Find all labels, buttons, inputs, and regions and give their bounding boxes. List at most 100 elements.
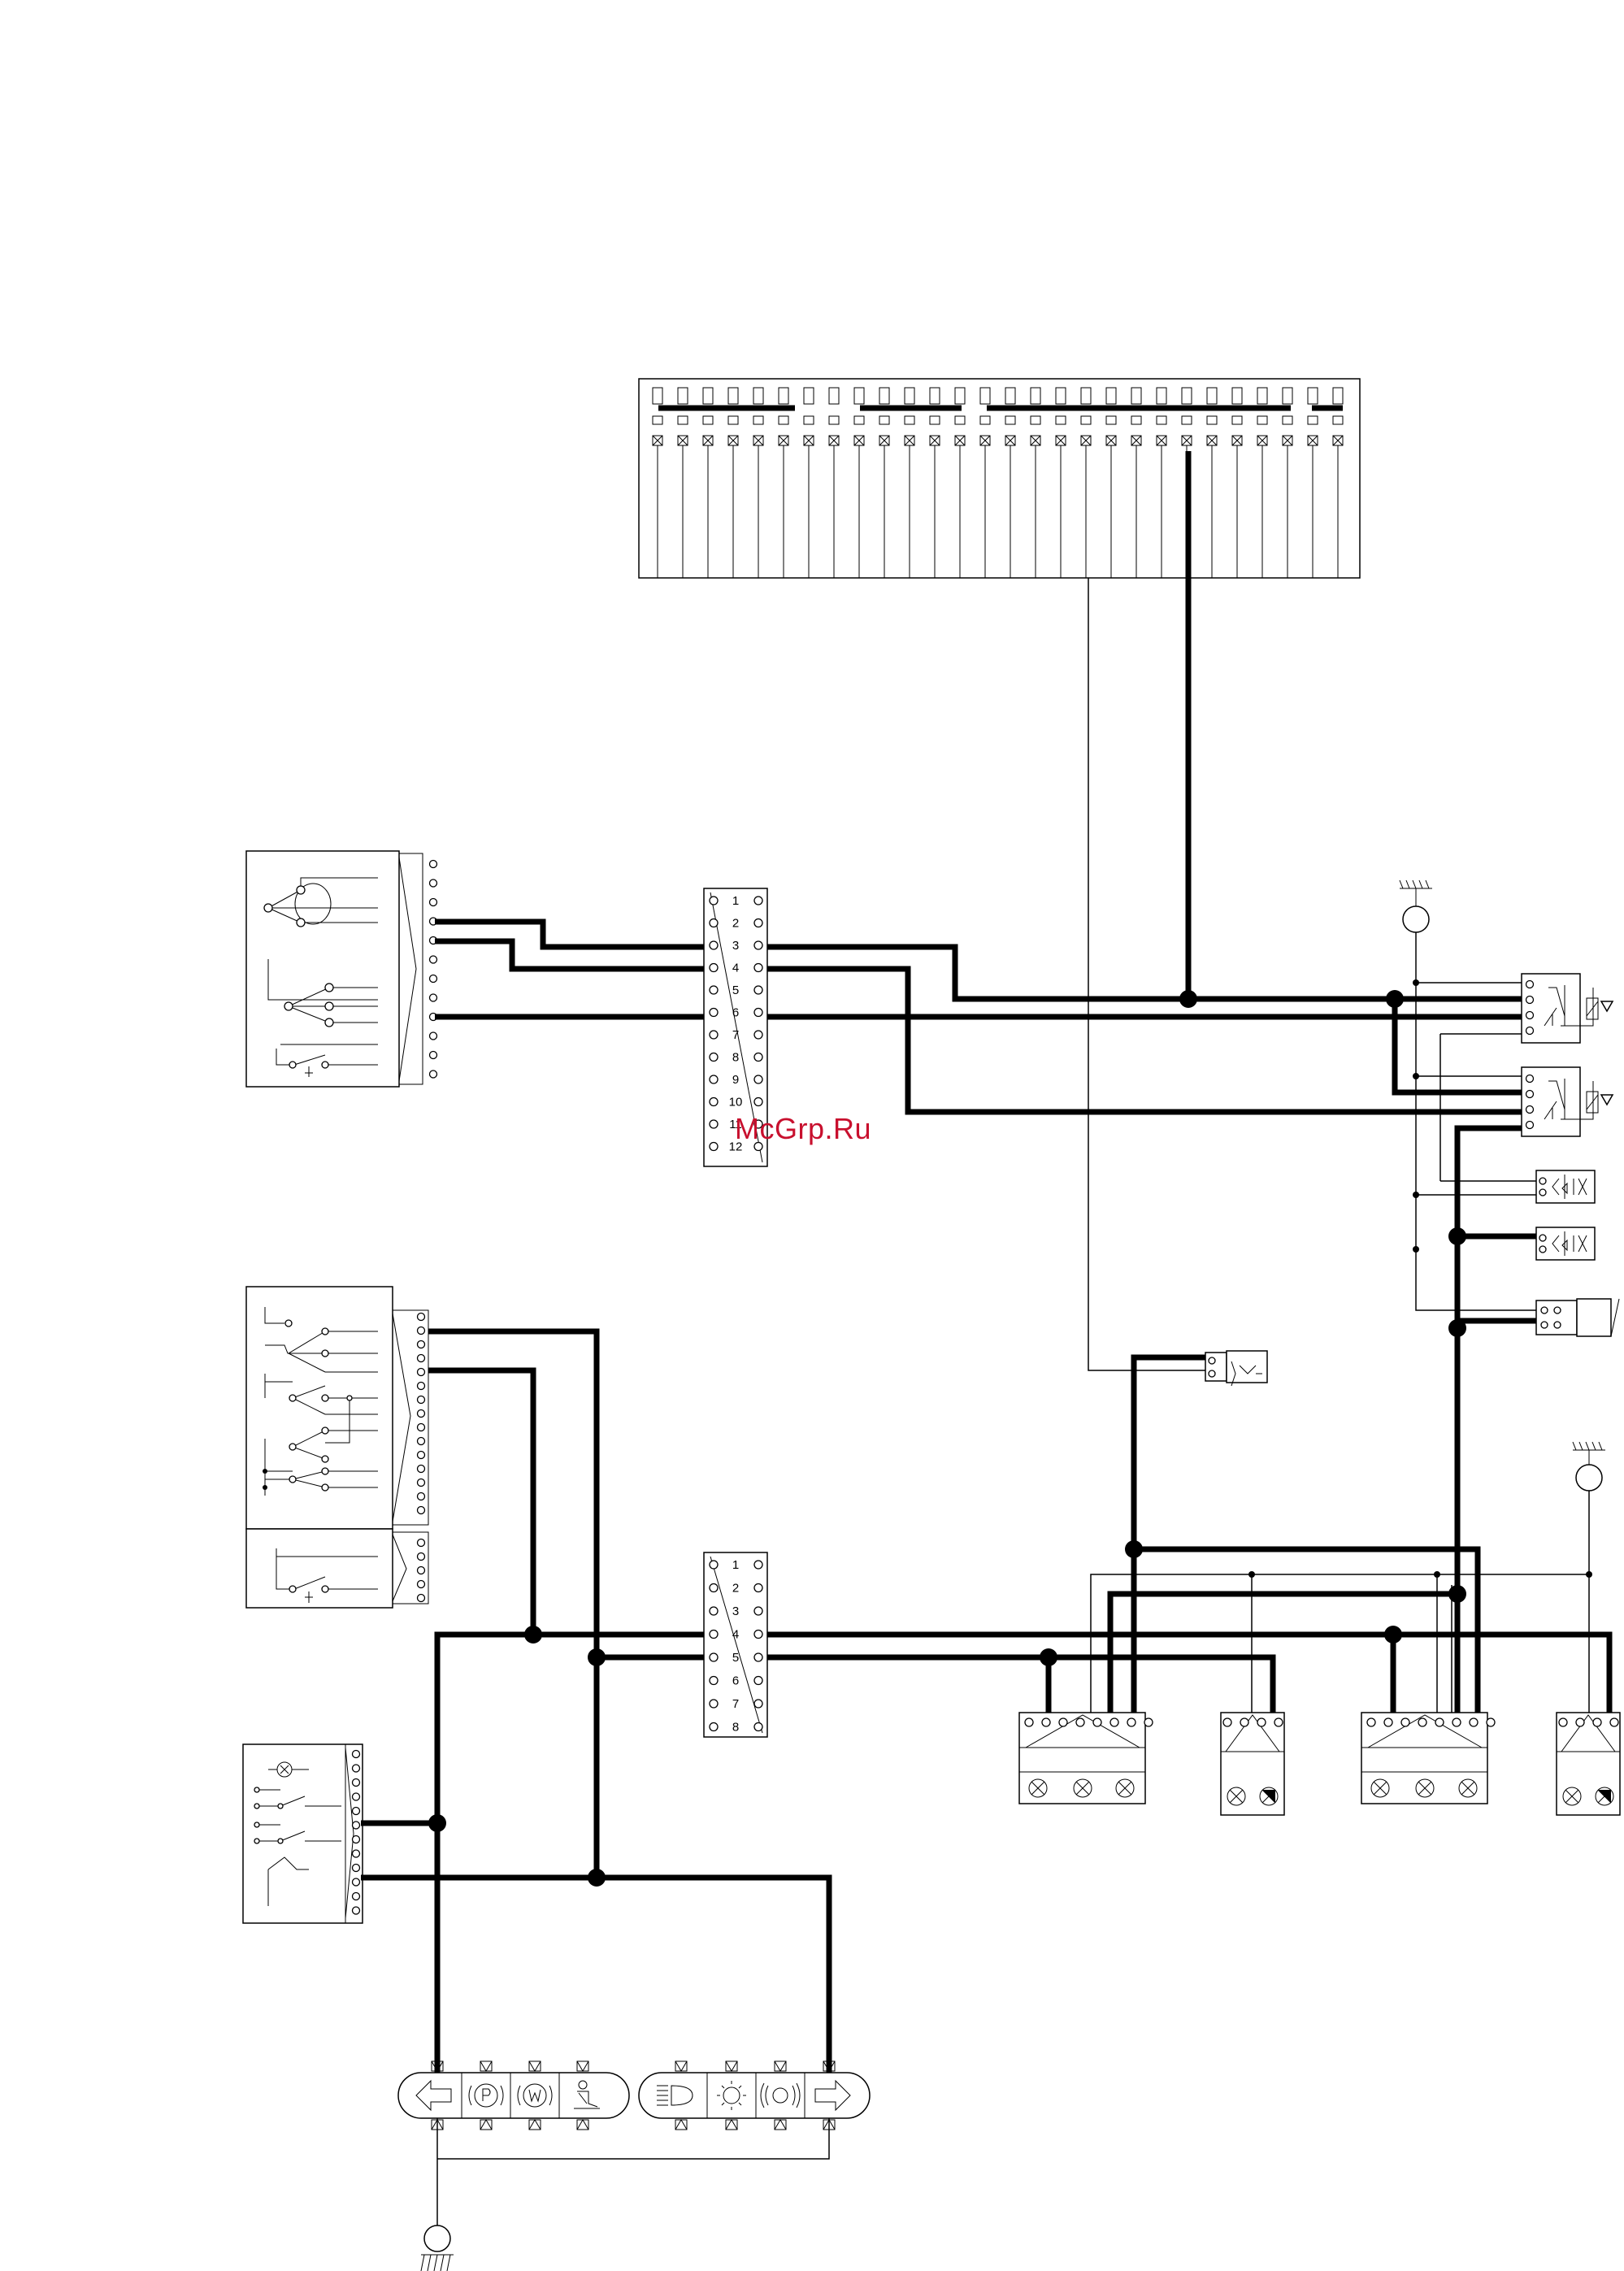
connector-pin (430, 956, 437, 963)
cluster-terminal (577, 2061, 588, 2071)
module-pin (1093, 1718, 1101, 1726)
sensor-upper (1536, 1170, 1595, 1203)
connector-pin (353, 1765, 360, 1772)
connector-pin (418, 1396, 425, 1404)
connector-pin-right (754, 1561, 762, 1569)
connector-pin (418, 1539, 425, 1547)
hazard-switch (243, 1744, 363, 1923)
connector-pin (1526, 1075, 1534, 1083)
connector-pin (430, 1052, 437, 1059)
connector-pin-left (710, 1009, 718, 1017)
connector-pin (1526, 1122, 1534, 1129)
pin-number: 8 (732, 1051, 739, 1065)
module-pin (1223, 1718, 1231, 1726)
cluster-terminal-mark (675, 2061, 687, 2071)
connector-pin (430, 1070, 437, 1078)
cluster-terminal-mark (577, 2061, 588, 2071)
connector-pin (418, 1341, 425, 1348)
connector-pin (353, 1779, 360, 1787)
module-pin (1059, 1718, 1067, 1726)
pin-number: 1 (732, 1558, 739, 1572)
cluster-terminal (675, 2061, 687, 2071)
connector-pin-left (710, 941, 718, 949)
connector-pin-left (710, 1075, 718, 1083)
cluster-terminal (675, 2120, 687, 2130)
cluster-terminal-mark (675, 2120, 687, 2130)
connector-pin-right (754, 1607, 762, 1615)
connector-pin (418, 1581, 425, 1588)
connector-pin-right (754, 1053, 762, 1062)
cluster-terminal (529, 2061, 541, 2071)
connector-pin (418, 1355, 425, 1362)
connector-pin-right (754, 1075, 762, 1083)
relay-lower (1522, 1067, 1613, 1136)
cluster-terminal-mark (775, 2120, 786, 2130)
cluster-terminal-mark (480, 2061, 492, 2071)
connector-pin-right (754, 1031, 762, 1039)
module-pin (1487, 1718, 1495, 1726)
connector-pin (418, 1595, 425, 1602)
connector-pin (353, 1808, 360, 1815)
cluster-terminal (775, 2061, 786, 2071)
pin-number: 9 (732, 1073, 739, 1087)
connector-pin (353, 1751, 360, 1758)
pin-number: 10 (729, 1096, 743, 1109)
fuse-box (639, 379, 1360, 578)
connector-pin-left (710, 1098, 718, 1106)
module-pin (1610, 1718, 1618, 1726)
connector-pin-right (754, 1584, 762, 1592)
module-pin (1144, 1718, 1153, 1726)
module-pin (1110, 1718, 1118, 1726)
connector-pin (1526, 981, 1534, 988)
motor-switch (1536, 1299, 1619, 1336)
cluster-terminal-mark (726, 2120, 737, 2130)
connector-pin (1526, 997, 1534, 1004)
connector-pin (430, 879, 437, 887)
connector-pin (1526, 1106, 1534, 1114)
cluster-terminal-mark (529, 2120, 541, 2130)
connector-pin-right (754, 964, 762, 972)
warning-lamp-cluster-left (398, 2073, 629, 2118)
combination-switch-lower (246, 1287, 428, 1608)
connector-pin (418, 1493, 425, 1500)
pin-number: 7 (732, 1697, 739, 1711)
connector-pin-right (754, 1723, 762, 1731)
pin-number: 2 (732, 1582, 739, 1596)
connector-pin (418, 1507, 425, 1514)
connector-pin-right (754, 1677, 762, 1685)
pin-number: 6 (732, 1006, 739, 1020)
connector-pin (418, 1553, 425, 1561)
connector-pin-left (710, 964, 718, 972)
connector-pin (418, 1452, 425, 1459)
pin-number: 6 (732, 1674, 739, 1688)
connector-pin-left (710, 1053, 718, 1062)
pin-number: 3 (732, 939, 739, 953)
connector-pin-left (710, 1031, 718, 1039)
ground-mid-right (1573, 1442, 1605, 1491)
junction-dots-thick (428, 990, 1466, 1887)
pin-number: 4 (732, 1628, 739, 1642)
connector-pin (418, 1438, 425, 1445)
connector-pin-right (754, 919, 762, 927)
pin-number: 3 (732, 1604, 739, 1618)
module-pin (1076, 1718, 1084, 1726)
pin-number: 5 (732, 1651, 739, 1665)
module-pin (1025, 1718, 1033, 1726)
signal-wires-thin (437, 578, 1589, 2225)
module-pin (1384, 1718, 1392, 1726)
connector-pin (1526, 1012, 1534, 1019)
brake-light-switch (1205, 1351, 1267, 1386)
connector-pin-left (710, 1584, 718, 1592)
connector-pin (418, 1369, 425, 1376)
connector-pin (430, 861, 437, 868)
module-pin (1367, 1718, 1375, 1726)
connector-pin-right (754, 986, 762, 994)
relay-upper (1522, 974, 1613, 1043)
module-pin (1274, 1718, 1283, 1726)
module-pin (1257, 1718, 1266, 1726)
connector-pin-left (710, 1561, 718, 1569)
watermark: McGrp.Ru (735, 1112, 871, 1146)
connector-pin (418, 1466, 425, 1473)
sensor-lower (1536, 1227, 1595, 1260)
